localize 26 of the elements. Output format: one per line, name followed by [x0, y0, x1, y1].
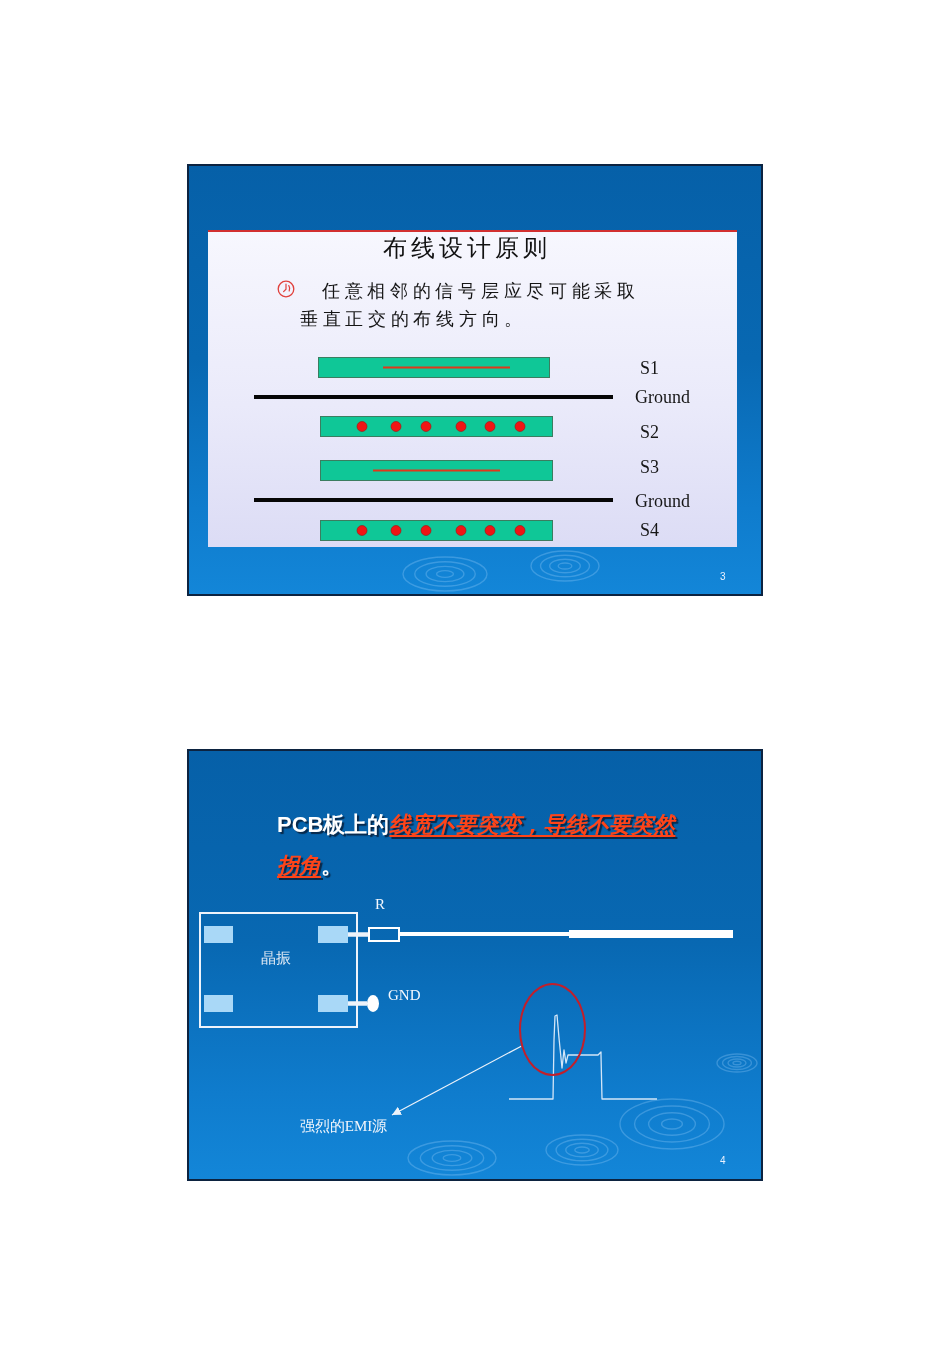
- pad: [204, 995, 233, 1012]
- trace-line: [348, 932, 368, 937]
- pad: [204, 926, 233, 943]
- layer-label: Ground: [635, 491, 690, 511]
- body-text: 任意相邻的信号层应尽可能采取垂直正交的布线方向。: [300, 279, 641, 331]
- page-number: 4: [720, 1155, 726, 1167]
- highlight-ellipse: [519, 983, 586, 1076]
- layer-label: S4: [640, 520, 659, 540]
- layer-label: S2: [640, 422, 659, 442]
- page-number: 3: [720, 571, 726, 583]
- layer-label: S3: [640, 457, 659, 477]
- slide-heading: PCB板上的线宽不要突变，导线不要突然拐角。: [277, 811, 678, 880]
- layer-label: S1: [640, 358, 659, 378]
- callout-text: 强烈的EMI源: [295, 1115, 392, 1137]
- part-label: GND: [388, 986, 421, 1004]
- resistor-symbol: [368, 927, 400, 942]
- layer-label: Ground: [635, 387, 690, 407]
- ground-terminal: [367, 995, 379, 1012]
- leader-arrow: [391, 1045, 522, 1116]
- pad: [318, 926, 348, 943]
- trace-line: [348, 1001, 367, 1006]
- crystal-oscillator-box: [199, 912, 358, 1028]
- slide-title: 布线设计原则: [383, 233, 551, 263]
- pad: [318, 995, 348, 1012]
- component-label: 晶振: [261, 949, 291, 967]
- part-label: R: [375, 895, 385, 913]
